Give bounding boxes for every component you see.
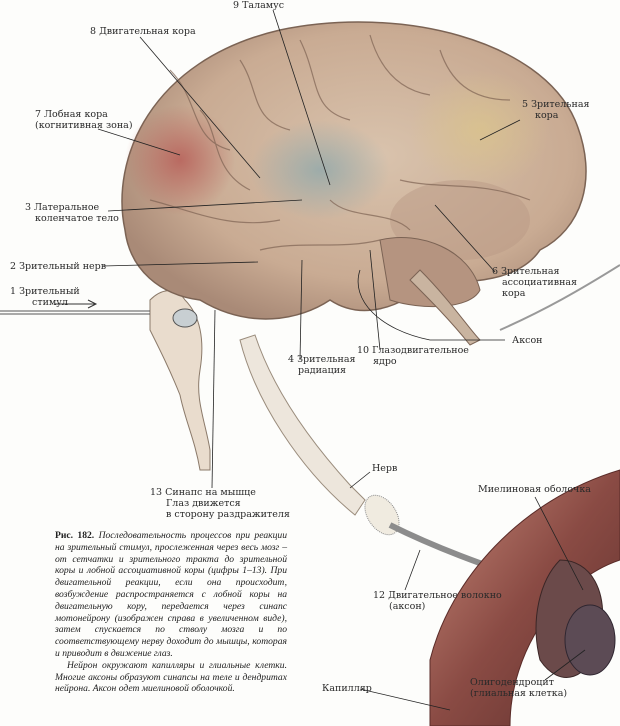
label-line: 6 Зрительная bbox=[492, 266, 560, 277]
label-line: Олигодендроцит bbox=[470, 677, 555, 688]
label-line: кора bbox=[535, 110, 559, 121]
label-line: 5 Зрительная bbox=[522, 99, 590, 110]
caption-paragraph-2: Нейрон окружают капилляры и глиальные кл… bbox=[55, 659, 287, 695]
label-line: 7 Лобная кора bbox=[35, 109, 108, 120]
label-line: Глаз движется bbox=[166, 498, 241, 509]
brain bbox=[121, 21, 587, 346]
face-profile bbox=[149, 290, 211, 471]
label-line: 10 Глазодвигательное bbox=[357, 345, 469, 356]
nerve bbox=[239, 334, 366, 516]
label-line: (глиальная клетка) bbox=[470, 688, 568, 699]
label-line: радиация bbox=[298, 365, 347, 376]
label-line: коленчатое тело bbox=[35, 213, 119, 224]
figure-number: Рис. 182. bbox=[55, 530, 95, 541]
label-nerve: Нерв bbox=[372, 463, 398, 474]
label-line: 12 Двигательное волокно bbox=[373, 590, 502, 601]
figure-caption: Рис. 182. Последовательность процессов п… bbox=[55, 530, 287, 695]
eye-icon bbox=[172, 308, 198, 328]
label-line: 13 Синапс на мышце bbox=[150, 487, 256, 498]
label-optic-nerve: 2 Зрительный нерв bbox=[10, 261, 107, 272]
label-line: (когнитивная зона) bbox=[35, 120, 133, 131]
label-line: 4 Зрительная bbox=[288, 354, 356, 365]
oligodendrocyte bbox=[564, 604, 616, 676]
label-oligodendrocyte: Олигодендроцит(глиальная клетка) bbox=[470, 677, 567, 699]
label-line: в сторону раздражителя bbox=[166, 509, 290, 520]
label-line: 1 Зрительный bbox=[10, 286, 80, 297]
label-line: ассоциативная bbox=[502, 277, 578, 288]
label-thalamus: 9 Таламус bbox=[233, 0, 285, 11]
leader-lines bbox=[97, 9, 586, 711]
label-motor-cortex: 8 Двигательная кора bbox=[90, 26, 196, 37]
label-line: ядро bbox=[373, 356, 397, 367]
label-myelin-sheath: Миелиновая оболочка bbox=[478, 484, 591, 495]
label-capillary: Капилляр bbox=[322, 683, 372, 694]
label-motor-fiber: 12 Двигательное волокно(аксон) bbox=[373, 590, 502, 612]
label-line: стимул bbox=[32, 297, 68, 308]
label-frontal-cortex: 7 Лобная кора(когнитивная зона) bbox=[35, 109, 133, 131]
label-line: 3 Латеральное bbox=[25, 202, 100, 213]
label-axon: Аксон bbox=[512, 335, 543, 346]
label-line: кора bbox=[502, 288, 526, 299]
stimulus-arrow-icon bbox=[55, 299, 98, 309]
label-line: (аксон) bbox=[389, 601, 426, 612]
caption-paragraph-1: Последовательность процессов при реакции… bbox=[55, 530, 288, 659]
